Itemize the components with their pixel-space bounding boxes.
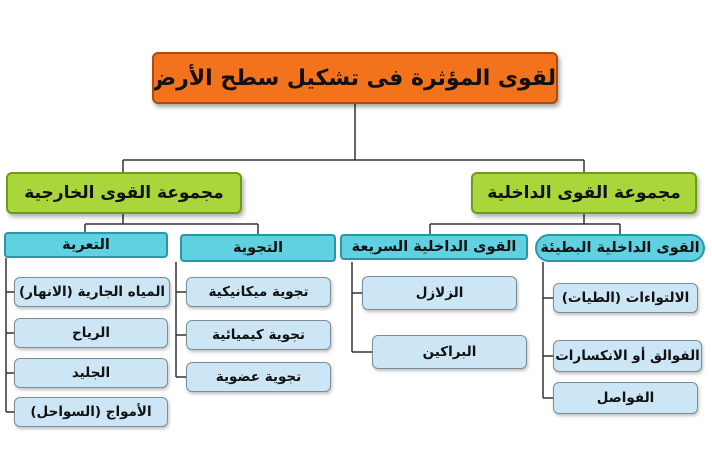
category-erosion: التعرية <box>4 232 168 258</box>
leaf-joints: الفواصل <box>553 382 698 414</box>
group-internal-forces: مجموعة القوى الداخلية <box>471 172 697 214</box>
leaf-folds: الالتواءات (الطيات) <box>553 283 698 313</box>
category-weathering: التجوية <box>180 234 336 262</box>
leaf-running-water: المياه الجارية (الانهار) <box>14 277 170 307</box>
leaf-waves: الأمواج (السواحل) <box>14 397 168 427</box>
leaf-mechanical-weathering: تجوية ميكانيكية <box>186 277 331 307</box>
leaf-faults: الفوالق أو الانكسارات <box>553 340 702 372</box>
leaf-chemical-weathering: تجوية كيميائية <box>186 320 331 350</box>
leaf-earthquakes: الزلازل <box>362 276 517 310</box>
group-external-forces: مجموعة القوى الخارجية <box>6 172 242 214</box>
leaf-organic-weathering: تجوية عضوية <box>186 362 331 392</box>
root-node: القوى المؤثرة فى تشكيل سطح الأرض <box>152 52 558 104</box>
leaf-volcanoes: البراكين <box>372 335 527 369</box>
leaf-ice: الجليد <box>14 358 168 388</box>
category-fast-internal: القوى الداخلية السريعة <box>340 234 528 260</box>
category-slow-internal: القوى الداخلية البطيئة <box>535 234 705 262</box>
leaf-wind: الرياح <box>14 318 168 348</box>
